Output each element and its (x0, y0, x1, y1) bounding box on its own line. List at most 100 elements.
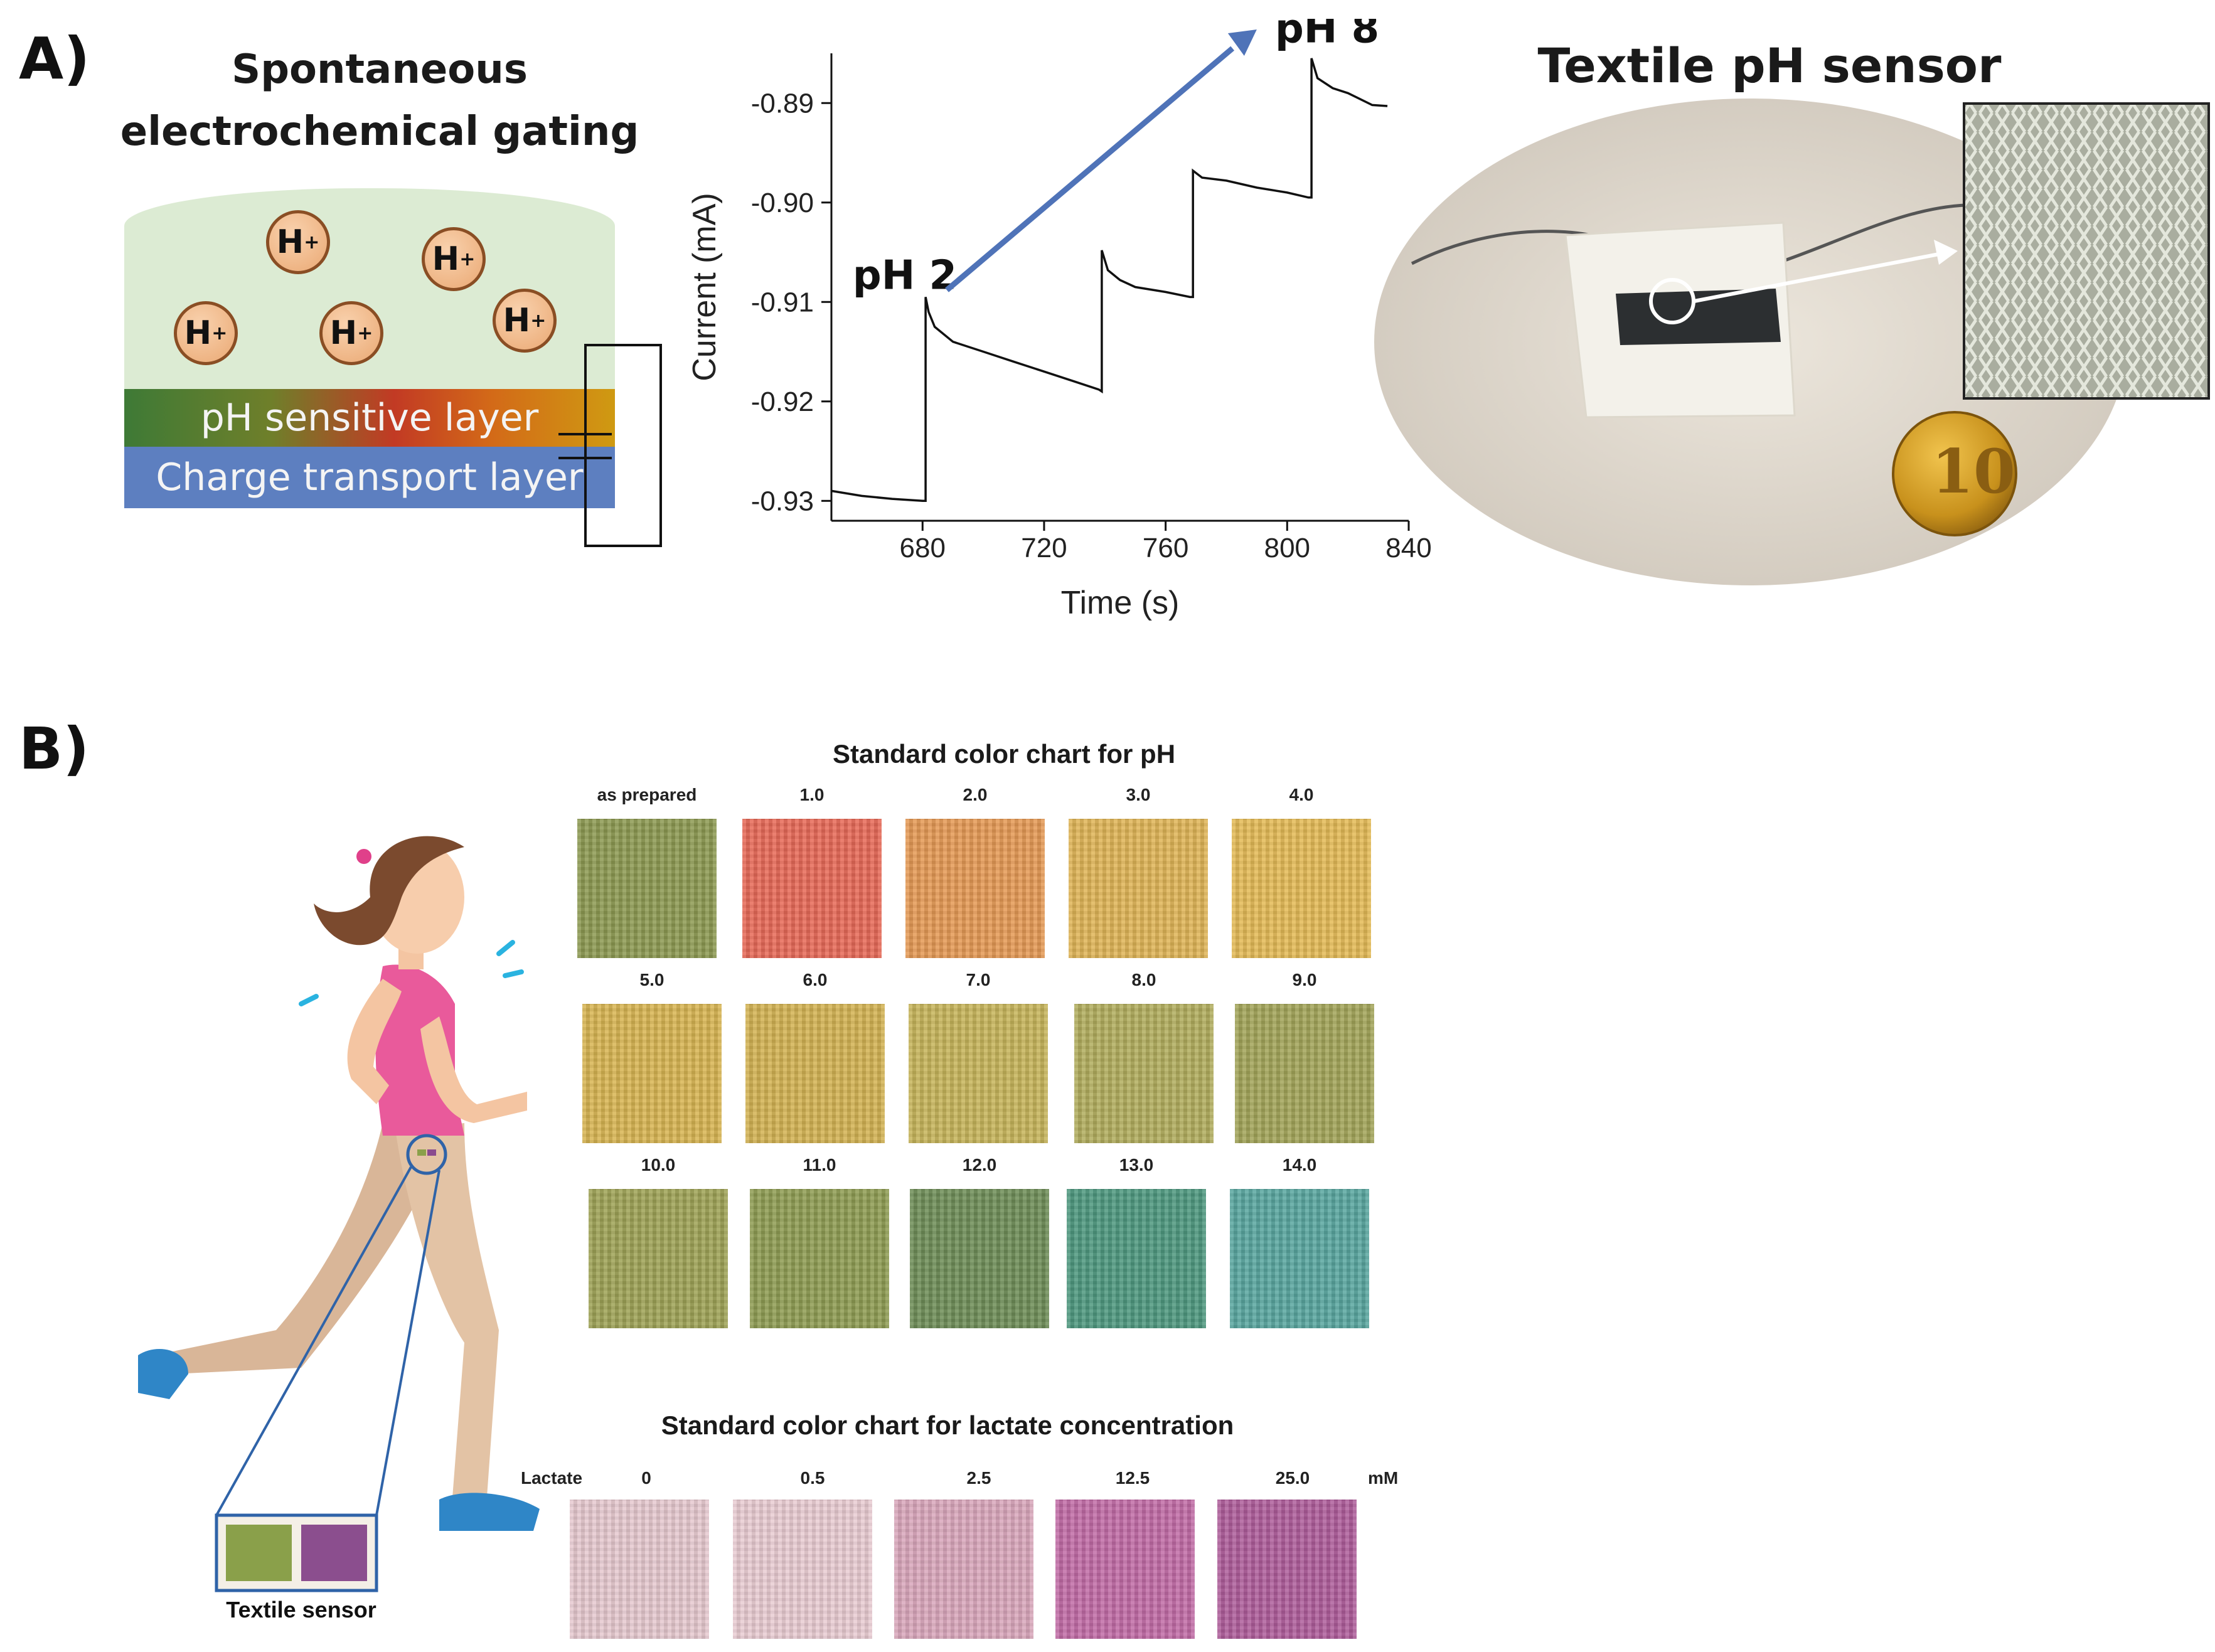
lactate-chart-title: Standard color chart for lactate concent… (661, 1410, 1234, 1440)
x-axis-label: Time (s) (1061, 585, 1180, 621)
x-tick-label: 720 (1021, 533, 1067, 563)
sweat-drop-icon (299, 994, 319, 1006)
trend-arrow (945, 46, 1235, 292)
ph-swatch-label: as prepared (597, 785, 697, 804)
lactate-swatch (570, 1500, 709, 1639)
lactate-swatch (733, 1500, 872, 1639)
lactate-swatch (1055, 1500, 1195, 1639)
lactate-unit-label: mM (1368, 1468, 1399, 1488)
zoom-line-left (215, 1166, 412, 1516)
sensor-location-circle (406, 1134, 447, 1175)
zoom-circle (1649, 278, 1695, 324)
zoom-arrow-head (1934, 240, 1958, 265)
panel-b-label: B) (19, 715, 90, 782)
proton-ion: H+ (266, 210, 330, 274)
ph-swatch (750, 1189, 889, 1328)
runner-front-shoe (439, 1493, 540, 1531)
ph-swatch-label: 2.0 (963, 785, 988, 804)
ph-swatch-label: 9.0 (1292, 970, 1317, 989)
inset-lactate-patch (301, 1525, 367, 1581)
runner-back-leg (169, 1123, 439, 1374)
ph-swatch-label: 7.0 (966, 970, 991, 989)
gating-title: Spontaneous electrochemical gating (94, 39, 665, 163)
sensor-patch-ph (417, 1149, 426, 1156)
sensor-patch-lactate (427, 1149, 436, 1156)
ph-swatch (905, 819, 1045, 958)
textile-sensor-photo: 10 (1374, 99, 2210, 585)
runner-back-shoe (138, 1349, 188, 1399)
y-axis-label: Current (mA) (686, 193, 723, 381)
chart-series (831, 58, 1388, 503)
ph-swatch (1232, 819, 1371, 958)
ph-swatch-label: 3.0 (1126, 785, 1151, 804)
chart-annotations: pH 2 pH 8 (853, 19, 1379, 299)
runner-hair (314, 836, 464, 946)
inset-ph-patch (226, 1525, 292, 1581)
zoom-line-right (375, 1170, 440, 1516)
ph-swatch-label: 6.0 (803, 970, 828, 989)
x-tick-label: 680 (900, 533, 946, 563)
y-tick-label: -0.89 (751, 88, 814, 119)
sweat-drop-icon (496, 940, 515, 956)
y-tick-label: -0.90 (751, 188, 814, 218)
textile-sensor-title: Textile pH sensor (1537, 38, 2002, 93)
y-tick-label: -0.93 (751, 486, 814, 516)
runner-illustration (138, 836, 540, 1592)
gate-circuit (558, 344, 662, 547)
charge-transport-layer-label: Charge transport layer (156, 456, 584, 499)
lactate-swatch (894, 1500, 1033, 1639)
ph-swatch (1069, 819, 1208, 958)
annotation-ph2: pH 2 (853, 253, 957, 299)
hair-tie (356, 849, 371, 864)
lactate-swatch-label: 0 (641, 1468, 651, 1488)
gating-title-line1: Spontaneous (232, 46, 528, 93)
proton-ion: H+ (493, 289, 557, 353)
coin (1892, 411, 2017, 536)
proton-ion: H+ (174, 301, 238, 365)
ph-swatch-label: 8.0 (1131, 970, 1156, 989)
ph-swatch-label: 12.0 (962, 1155, 997, 1175)
ph-swatch (577, 819, 717, 958)
ph-swatch (589, 1189, 728, 1328)
ph-swatch (745, 1004, 885, 1143)
sweat-drop-icon (503, 969, 524, 978)
ph-swatch (1235, 1004, 1374, 1143)
textile-sensor-caption: Textile sensor (226, 1597, 376, 1623)
charge-transport-layer: Charge transport layer (124, 447, 615, 508)
runner-front-leg (395, 1123, 499, 1506)
ph-swatch-label: 1.0 (799, 785, 825, 804)
sensor-electrode (1616, 289, 1781, 345)
ph-swatch (1074, 1004, 1214, 1143)
ph-swatch (1067, 1189, 1206, 1328)
x-tick-label: 840 (1385, 533, 1431, 563)
ph-swatch (1230, 1189, 1369, 1328)
panel-a-label: A) (19, 25, 90, 92)
current-trace (831, 58, 1388, 503)
annotation-ph8: pH 8 (1275, 19, 1379, 53)
y-tick-label: -0.92 (751, 386, 814, 417)
lactate-swatch (1217, 1500, 1357, 1639)
gating-title-line2: electrochemical gating (120, 109, 639, 156)
circuit-loop (584, 344, 662, 547)
ph-swatch-label: 11.0 (803, 1155, 836, 1175)
ph-swatch-label: 5.0 (639, 970, 664, 989)
lactate-swatch-label: 25.0 (1275, 1468, 1310, 1488)
ph-chart-title: Standard color chart for pH (832, 739, 1176, 769)
ph-swatch-label: 10.0 (641, 1155, 676, 1175)
ph-swatch-label: 13.0 (1119, 1155, 1154, 1175)
runner-front-arm (420, 1016, 527, 1123)
lactate-row-label: Lactate (521, 1468, 583, 1488)
lactate-swatch-label: 12.5 (1115, 1468, 1150, 1488)
lactate-swatch-label: 0.5 (800, 1468, 825, 1488)
coin-value: 10 (1931, 436, 2015, 507)
trend-arrow-head (1227, 29, 1257, 56)
proton-ion: H+ (319, 301, 383, 365)
proton-ion: H+ (422, 227, 486, 291)
zoom-arrow (1694, 252, 1940, 303)
ph-swatch (909, 1004, 1048, 1143)
lactate-swatch-label: 2.5 (966, 1468, 991, 1488)
runner-back-arm (347, 979, 402, 1104)
magnified-inset (1963, 102, 2210, 400)
